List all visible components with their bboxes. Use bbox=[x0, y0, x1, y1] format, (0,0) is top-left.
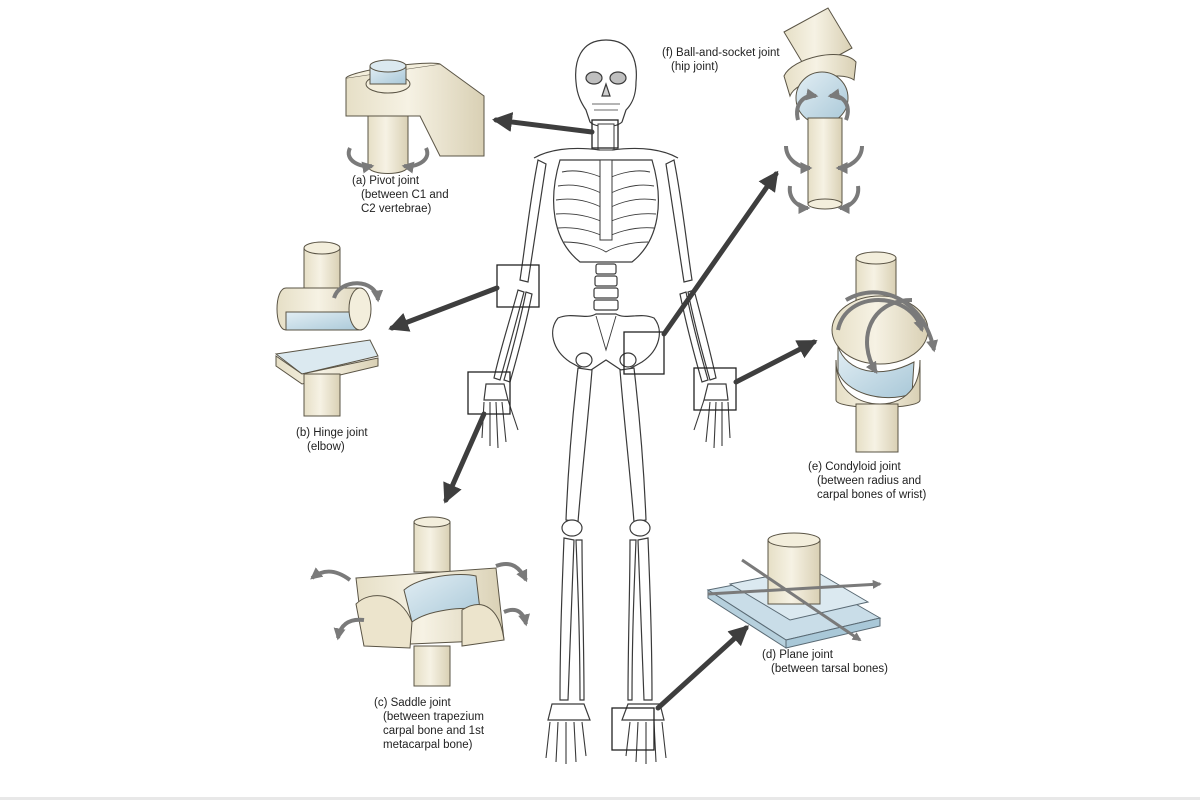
arrow-to-plane bbox=[655, 625, 749, 711]
plane-joint-model bbox=[706, 532, 882, 649]
label-saddle-line2: (between trapezium bbox=[383, 711, 484, 723]
box-ankle bbox=[611, 707, 655, 751]
label-condyloid-joint: (e) Condyloid joint (between radius and … bbox=[808, 460, 926, 502]
label-pivot-line2: (between C1 and bbox=[361, 189, 449, 201]
cervical-spine bbox=[597, 123, 615, 151]
label-ball-line2: (hip joint) bbox=[671, 61, 719, 73]
box-hip bbox=[623, 331, 665, 375]
label-saddle-line3: carpal bone and 1st bbox=[383, 725, 485, 737]
label-pivot-joint: (a) Pivot joint (between C1 and C2 verte… bbox=[352, 174, 449, 216]
arrow-to-hinge bbox=[388, 285, 500, 332]
pivot-joint-model bbox=[345, 59, 485, 174]
label-plane-line1: (d) Plane joint bbox=[762, 649, 833, 661]
label-plane-joint: (d) Plane joint (between tarsal bones) bbox=[762, 648, 888, 676]
label-ball-line1: (f) Ball-and-socket joint bbox=[662, 47, 780, 59]
lumbar-spine bbox=[593, 263, 619, 311]
label-hinge-joint: (b) Hinge joint (elbow) bbox=[296, 426, 368, 454]
label-saddle-line4: metacarpal bone) bbox=[383, 739, 473, 751]
label-hinge-line2: (elbow) bbox=[307, 441, 345, 453]
label-condyloid-line1: (e) Condyloid joint bbox=[808, 461, 901, 473]
arrow-to-ball bbox=[661, 170, 779, 337]
box-right-wrist bbox=[467, 371, 511, 415]
right-leg bbox=[545, 367, 593, 764]
label-condyloid-line2: (between radius and bbox=[817, 475, 922, 487]
pelvis bbox=[552, 313, 660, 373]
label-saddle-joint: (c) Saddle joint (between trapezium carp… bbox=[374, 696, 484, 752]
label-pivot-line3: C2 vertebrae) bbox=[361, 203, 432, 215]
label-hinge-line1: (b) Hinge joint bbox=[296, 427, 368, 439]
ball-socket-joint-model bbox=[783, 7, 864, 214]
skull bbox=[575, 39, 637, 128]
label-plane-line2: (between tarsal bones) bbox=[771, 663, 888, 675]
saddle-joint-model bbox=[310, 516, 530, 687]
right-arm bbox=[481, 159, 547, 449]
condyloid-joint-model bbox=[831, 251, 938, 453]
pointer-arrows bbox=[388, 112, 818, 711]
arrow-to-condyloid bbox=[733, 339, 818, 385]
arrow-to-saddle bbox=[443, 411, 487, 504]
label-ball-socket-joint: (f) Ball-and-socket joint (hip joint) bbox=[662, 46, 780, 74]
skeleton bbox=[481, 39, 731, 764]
bottom-rule bbox=[0, 797, 1200, 800]
arrow-to-pivot bbox=[492, 112, 595, 135]
hinge-joint-model bbox=[274, 241, 384, 417]
label-condyloid-line3: carpal bones of wrist) bbox=[817, 489, 927, 501]
label-saddle-line1: (c) Saddle joint bbox=[374, 697, 451, 709]
left-arm bbox=[665, 159, 731, 449]
box-left-wrist bbox=[693, 367, 737, 411]
ribcage bbox=[553, 159, 659, 263]
label-pivot-line1: (a) Pivot joint bbox=[352, 175, 420, 187]
